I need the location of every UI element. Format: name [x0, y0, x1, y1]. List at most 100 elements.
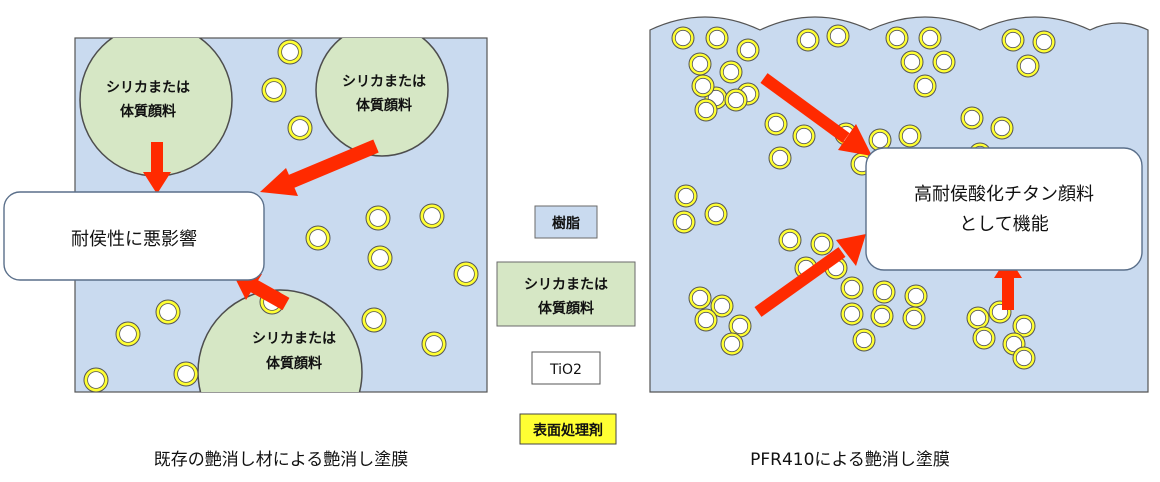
tio2-particle — [671, 26, 695, 50]
legend-tio2-label: TiO2 — [549, 362, 582, 378]
tio2-cluster — [840, 276, 928, 352]
tio2-particle — [870, 304, 894, 328]
right-arrow-from-bottom-left — [754, 234, 866, 317]
tio2-particle — [305, 225, 331, 251]
tio2-cluster — [778, 228, 848, 280]
tio2-particle — [872, 280, 896, 304]
tio2-particle — [966, 306, 990, 330]
legend-tio2-swatch — [531, 351, 601, 385]
tio2-particle — [710, 294, 734, 318]
tio2-particle — [900, 50, 924, 74]
right-panel: 高耐侯酸化チタン顔料 として機能 PFR410による艶消し塗膜 — [649, 16, 1149, 470]
left-callout-text: 耐侯性に悪影響 — [71, 229, 197, 250]
right-arrow-from-top — [760, 73, 872, 156]
tio2-particle — [932, 50, 956, 74]
tio2-particle — [826, 24, 850, 48]
left-tio2-particles — [83, 39, 479, 393]
tio2-particle — [885, 26, 909, 50]
tio2-particle — [868, 128, 892, 152]
tio2-particle — [115, 321, 141, 347]
tio2-cluster — [1001, 28, 1056, 78]
right-callout-line2: として機能 — [959, 214, 1048, 235]
tio2-particle — [173, 361, 199, 387]
tio2-particle — [852, 328, 876, 352]
tio2-particle — [913, 74, 937, 98]
legend-silica-line2: 体質顔料 — [538, 300, 594, 317]
tio2-particle — [672, 210, 696, 234]
tio2-particle — [694, 308, 718, 332]
tio2-particle — [724, 88, 748, 112]
tio2-particle — [840, 276, 864, 300]
tio2-particle — [792, 124, 816, 148]
tio2-cluster — [796, 24, 850, 52]
tio2-cluster — [885, 26, 956, 98]
tio2-particle — [421, 331, 447, 357]
tio2-particle — [719, 60, 743, 84]
tio2-particle — [688, 52, 712, 76]
tio2-particle — [1012, 346, 1036, 370]
legend: 樹脂 シリカまたは 体質顔料 TiO2 表面処理剤 — [496, 205, 636, 445]
silica-label-tl-line2: 体質顔料 — [120, 103, 176, 120]
silica-label-tr-line2: 体質顔料 — [356, 97, 412, 114]
right-callout-line1: 高耐侯酸化チタン顔料 — [914, 184, 1094, 205]
legend-resin-swatch — [534, 205, 598, 239]
silica-particle-top-right — [315, 38, 449, 157]
silica-label-tr-line1: シリカまたは — [342, 74, 426, 90]
tio2-particle — [778, 228, 802, 252]
legend-silica-line1: シリカまたは — [524, 277, 608, 293]
tio2-particle — [918, 26, 942, 50]
tio2-particle — [898, 124, 922, 148]
tio2-cluster — [764, 112, 816, 170]
tio2-particle — [704, 202, 728, 226]
tio2-cluster — [691, 74, 748, 122]
tio2-particle — [1016, 54, 1040, 78]
left-caption: 既存の艶消し材による艶消し塗膜 — [154, 449, 409, 470]
tio2-particle — [728, 314, 752, 338]
tio2-particle — [367, 245, 393, 271]
tio2-particle — [720, 332, 744, 356]
legend-treatment-label: 表面処理剤 — [532, 422, 603, 439]
tio2-particle — [736, 38, 760, 62]
tio2-cluster — [672, 184, 728, 234]
left-arrow-from-top-right — [260, 139, 379, 196]
tio2-particle — [972, 326, 996, 350]
tio2-particle — [691, 74, 715, 98]
silica-particle-bottom — [197, 289, 363, 392]
legend-silica-swatch — [496, 261, 636, 327]
silica-label-b-line2: 体質顔料 — [266, 355, 322, 372]
tio2-particle — [688, 286, 712, 310]
tio2-particle — [1032, 30, 1056, 54]
left-callout-box — [3, 191, 265, 281]
tio2-particle — [840, 302, 864, 326]
tio2-particle — [287, 115, 313, 141]
tio2-particle — [453, 261, 479, 287]
right-caption: PFR410による艶消し塗膜 — [750, 449, 950, 470]
left-panel: シリカまたは 体質顔料 シリカまたは 体質顔料 シリカまたは 体質顔料 耐侯性に… — [3, 37, 488, 470]
tio2-particle — [764, 112, 788, 136]
tio2-particle — [674, 184, 698, 208]
tio2-particle — [261, 77, 287, 103]
legend-treatment-swatch — [519, 413, 617, 445]
left-arrow-down — [143, 142, 171, 194]
tio2-particle — [902, 306, 926, 330]
silica-label-b-line1: シリカまたは — [252, 331, 336, 347]
tio2-particle — [1001, 28, 1025, 52]
tio2-particle — [705, 26, 729, 50]
tio2-particle — [419, 203, 445, 229]
tio2-particle — [810, 232, 834, 256]
tio2-cluster — [671, 26, 760, 110]
left-silica-group — [79, 38, 449, 392]
tio2-particle — [277, 39, 303, 65]
legend-resin-label: 樹脂 — [552, 215, 580, 232]
tio2-particle — [361, 307, 387, 333]
tio2-particle — [796, 28, 820, 52]
tio2-cluster — [966, 300, 1036, 370]
tio2-particle — [960, 106, 984, 130]
tio2-particle — [155, 299, 181, 325]
tio2-particle — [990, 116, 1014, 140]
tio2-particle — [83, 367, 109, 393]
tio2-particle — [1012, 314, 1036, 338]
silica-label-tl-line1: シリカまたは — [106, 80, 190, 96]
tio2-cluster — [688, 286, 752, 356]
